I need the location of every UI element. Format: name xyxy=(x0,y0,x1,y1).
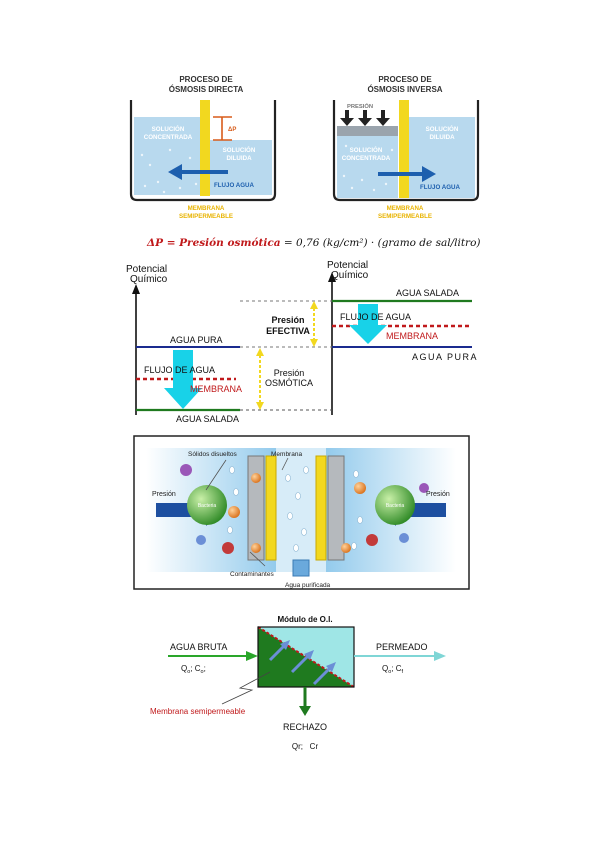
contaminant-particles xyxy=(180,464,429,554)
inverse-title-2: ÓSMOSIS INVERSA xyxy=(367,85,442,94)
purified-water-label: Agua purificada xyxy=(285,582,331,589)
membrane-illustration xyxy=(133,435,470,590)
bacteria-label-right: Bacteria xyxy=(386,503,405,509)
delta-p-label: ΔP xyxy=(228,127,236,133)
right-flow-arrow xyxy=(349,304,387,344)
direct-right-1: SOLUCIÓN xyxy=(223,146,256,154)
inverse-membrane-2: SEMIPERMEABLE xyxy=(378,213,432,220)
pressure-label-right: Presión xyxy=(426,491,450,498)
membrane-semipermeable-label: Membrana semipermeable xyxy=(150,707,246,716)
permeate-label: PERMEADO xyxy=(376,642,428,652)
formula-rhs: = 0,76 (kg/cm²) · (gramo de sal/litro) xyxy=(281,237,481,249)
inverse-osmosis-tank xyxy=(332,100,480,202)
inverse-title-1: PROCESO DE xyxy=(378,75,432,84)
right-flow-label: FLUJO DE AGUA xyxy=(340,312,411,322)
inverse-right-solution xyxy=(407,117,475,198)
tank-outline xyxy=(129,100,277,202)
pressure-arrows xyxy=(340,110,390,126)
raw-water-label: AGUA BRUTA xyxy=(170,642,227,652)
contaminants-label: Contaminantes xyxy=(230,571,274,578)
inverse-salt-dots xyxy=(342,144,394,192)
reject-label: RECHAZO xyxy=(283,722,327,732)
inverse-right-2: DILUIDA xyxy=(429,134,455,141)
osmotic-formula: ΔP = Presión osmótica = 0,76 (kg/cm²) · … xyxy=(146,237,481,249)
direct-left-2: CONCENTRADA xyxy=(144,134,193,141)
right-axis-label-1: Potencial xyxy=(327,260,368,271)
raw-water-values: Qo; Co; xyxy=(181,664,206,675)
inverse-tank-outline xyxy=(332,100,480,202)
direct-membrane-2: SEMIPERMEABLE xyxy=(179,213,233,220)
inverse-flow-label: FLUJO AGUA xyxy=(420,184,461,191)
membrane-panel-left-yellow xyxy=(265,455,277,561)
direct-flow-label: FLUJO AGUA xyxy=(214,182,255,189)
reject-values: Qr; Cr xyxy=(292,742,319,751)
direct-left-1: SOLUCIÓN xyxy=(152,125,185,133)
inverse-flow-head xyxy=(422,166,436,182)
effective-pressure-1: Presión xyxy=(271,315,304,325)
left-axis-label-2: Químico xyxy=(130,274,168,285)
membrane-callout xyxy=(221,671,271,705)
membrane-panel-right-yellow xyxy=(315,455,327,561)
membrane-panel-right-grey xyxy=(327,455,345,561)
purified-water-outlet xyxy=(292,559,310,577)
inverse-membrane-strip xyxy=(399,100,409,198)
permeate-values: Qo; Cf xyxy=(382,664,404,675)
inverse-left-1: SOLUCIÓN xyxy=(350,146,383,154)
left-axis-label-1: Potencial xyxy=(126,264,167,275)
formula-lhs: ΔP = Presión osmótica xyxy=(146,237,281,249)
chemical-potential-diagram xyxy=(132,272,472,415)
piston xyxy=(337,126,398,136)
left-bacteria xyxy=(187,485,227,525)
air-gap xyxy=(207,107,272,140)
osmotic-pressure-2: OSMÓTICA xyxy=(265,378,313,388)
bacteria-label-left: Bacteria xyxy=(198,503,217,509)
flow-arrow-head xyxy=(168,164,182,180)
right-bacteria xyxy=(375,485,415,525)
inverse-left-2: CONCENTRADA xyxy=(342,155,391,162)
module-title: Módulo de O.I. xyxy=(277,615,332,624)
right-salt-label: AGUA SALADA xyxy=(396,288,459,298)
left-salt-label: AGUA SALADA xyxy=(176,414,239,424)
right-axis-arrow xyxy=(328,272,336,282)
membrane-label: Membrana xyxy=(271,451,302,458)
direct-osmosis-tank xyxy=(129,100,277,202)
left-membrane-label: MEMBRANA xyxy=(190,384,242,394)
direct-membrane-1: MEMBRANA xyxy=(188,205,225,212)
left-flow-label: FLUJO DE AGUA xyxy=(144,365,215,375)
ro-module-diagram xyxy=(168,626,446,716)
membrane-strip xyxy=(200,100,210,196)
water-droplets xyxy=(227,466,363,552)
direct-right-2: DILUIDA xyxy=(226,155,252,162)
direct-title-2: ÓSMOSIS DIRECTA xyxy=(169,85,244,94)
membrane-panel-left-grey xyxy=(247,455,265,561)
right-membrane-label: MEMBRANA xyxy=(386,331,438,341)
left-pure-label: AGUA PURA xyxy=(170,335,223,345)
effective-pressure-2: EFECTIVA xyxy=(266,326,310,336)
diluted-solution-right xyxy=(207,140,272,195)
inverse-pressure-label: PRESIÓN xyxy=(347,102,373,110)
salt-dots xyxy=(140,148,198,194)
inverse-left-solution xyxy=(337,136,398,198)
left-axis-arrow xyxy=(132,284,140,294)
solids-label: Sólidos disueltos xyxy=(188,451,238,458)
right-pure-label: AGUA PURA xyxy=(412,352,478,362)
inverse-right-1: SOLUCIÓN xyxy=(426,125,459,133)
right-axis-label-2: Químico xyxy=(331,270,369,281)
module-flow-arrows xyxy=(268,640,336,686)
direct-title-1: PROCESO DE xyxy=(179,75,233,84)
pressure-label-left: Presión xyxy=(152,491,176,498)
left-flow-arrow xyxy=(164,350,202,409)
osmotic-pressure-1: Presión xyxy=(274,368,305,378)
inverse-membrane-1: MEMBRANA xyxy=(387,205,424,212)
